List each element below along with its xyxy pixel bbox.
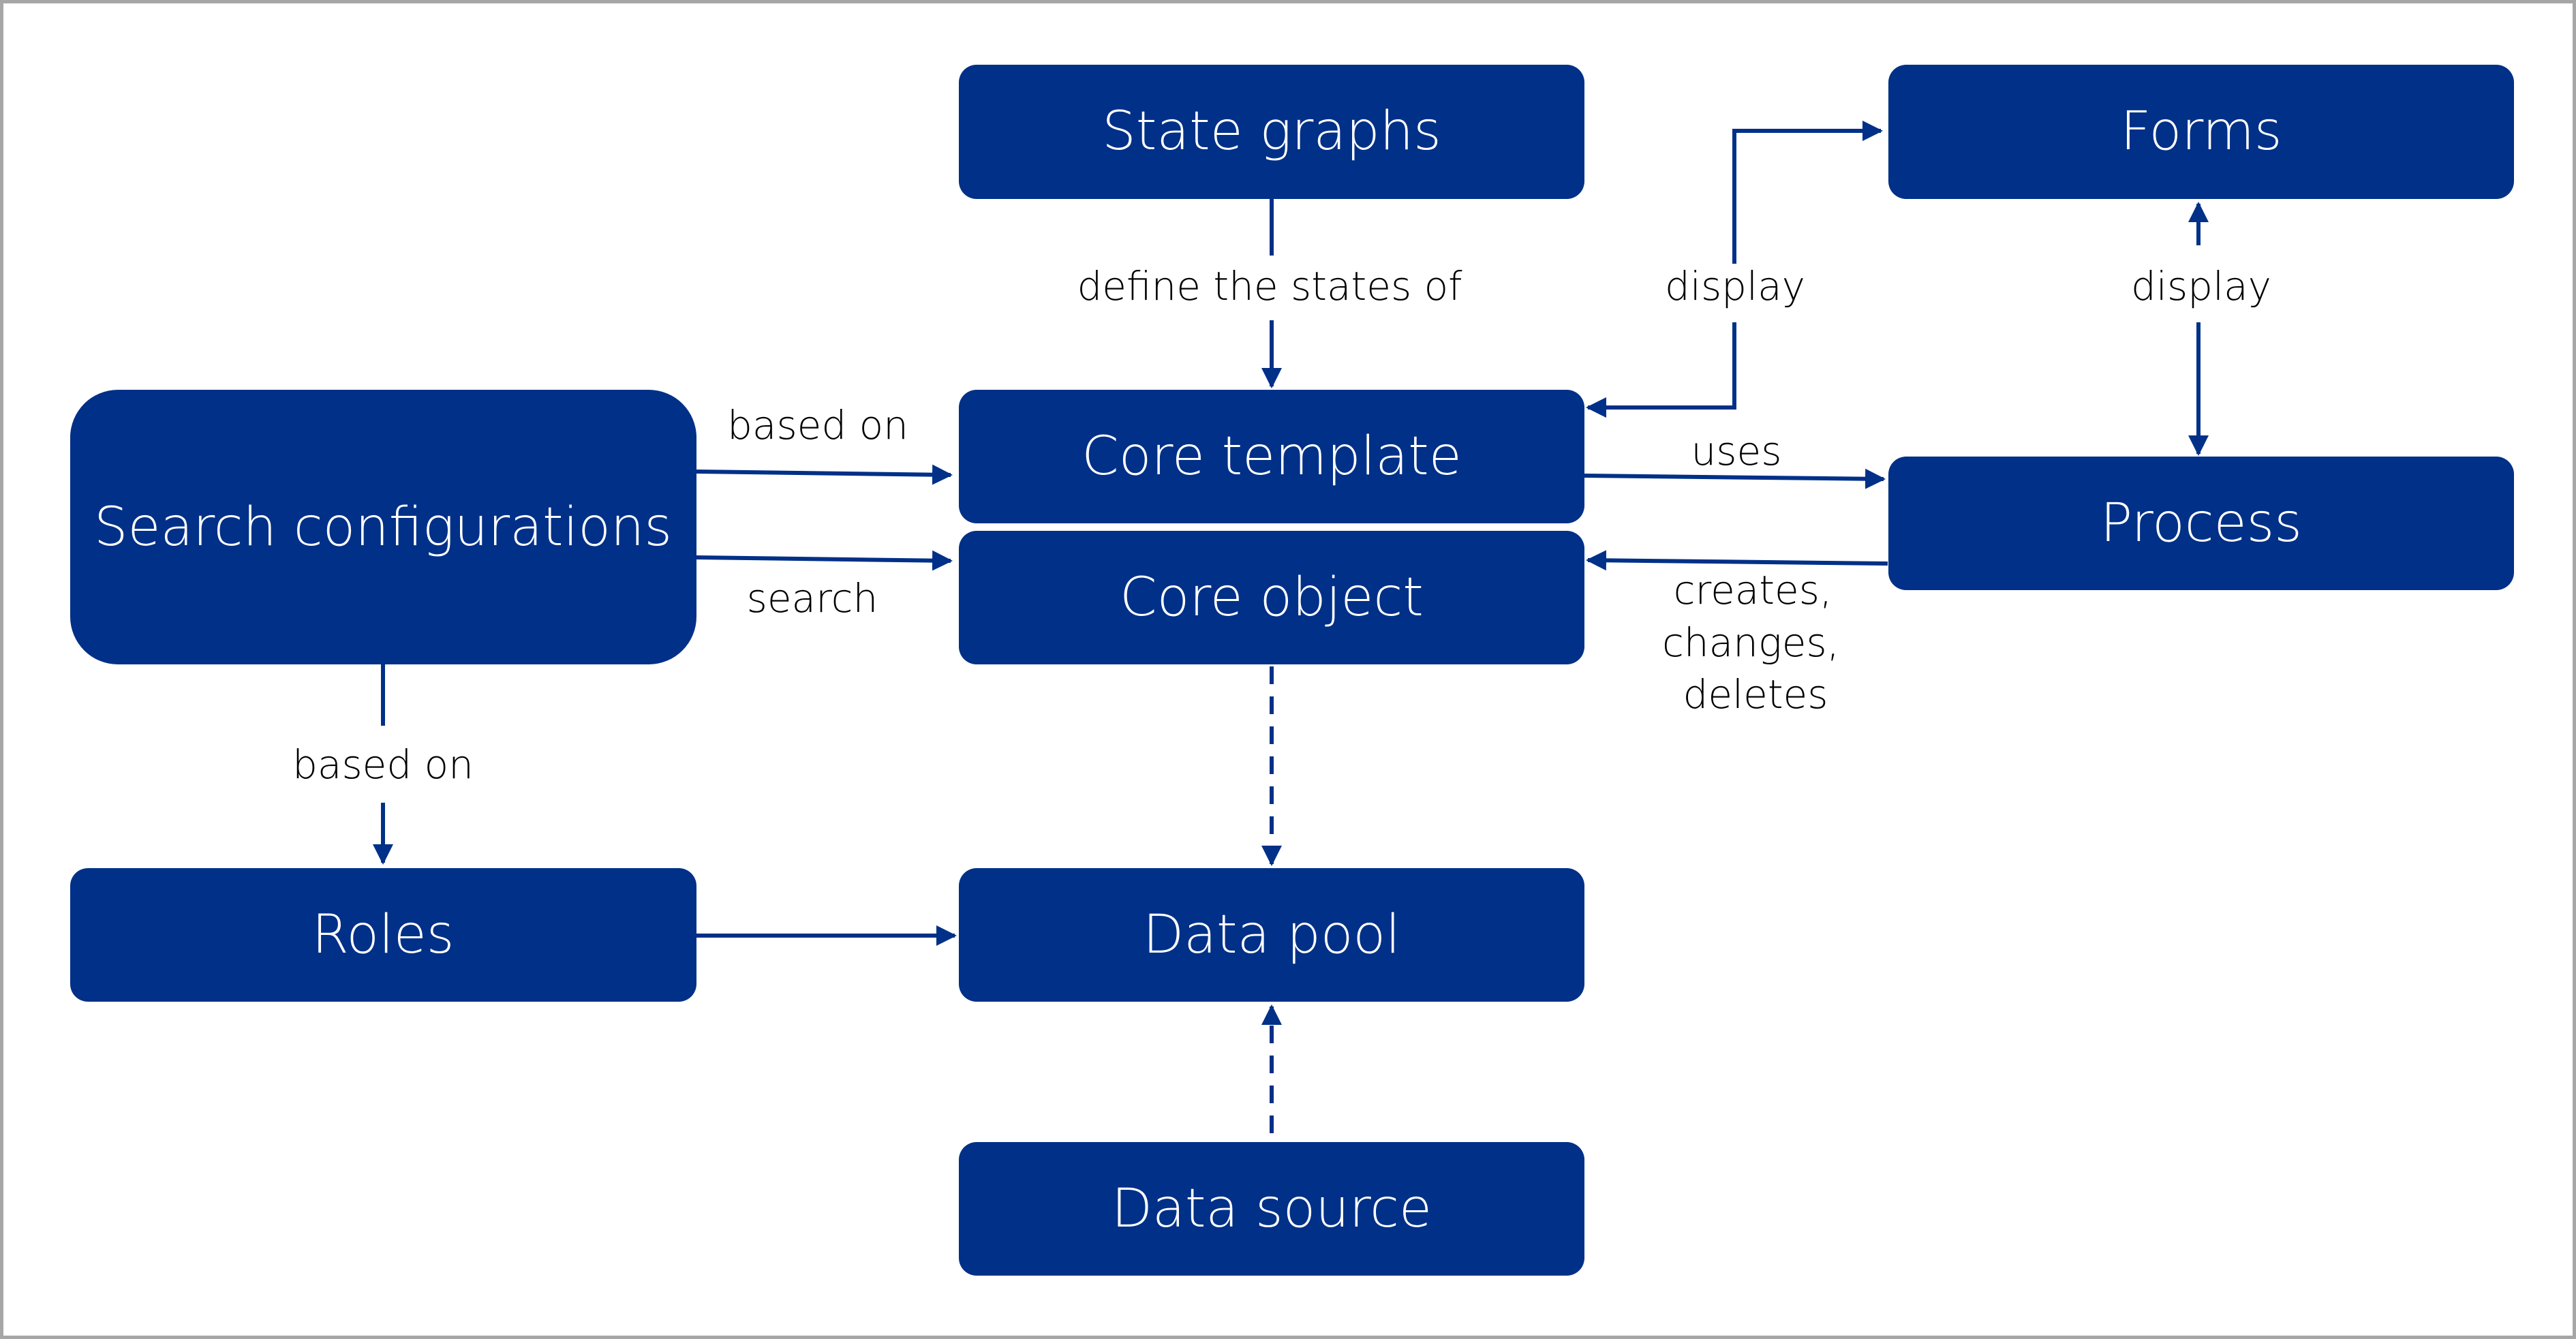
node-data-source-label: Data source (1111, 1178, 1432, 1240)
edge-search-config-to-core-object (696, 550, 953, 571)
node-roles[interactable]: Roles (70, 868, 696, 1002)
label-define-states: define the states of (1077, 263, 1462, 309)
label-creates: creates, (1674, 567, 1833, 613)
node-core-object[interactable]: Core object (959, 531, 1584, 664)
node-roles-label: Roles (312, 904, 455, 966)
node-search-configurations[interactable]: Search configurations (70, 390, 696, 664)
node-data-source[interactable]: Data source (959, 1142, 1584, 1276)
label-display-process: display (2131, 263, 2271, 309)
node-core-template-label: Core template (1082, 426, 1461, 487)
node-state-graphs[interactable]: State graphs (959, 65, 1584, 199)
node-forms[interactable]: Forms (1888, 65, 2514, 199)
edge-core-template-to-process (1584, 468, 1886, 489)
node-state-graphs-label: State graphs (1102, 101, 1441, 162)
edge-process-to-core-object (1586, 550, 1888, 571)
edge-search-config-to-core-template (696, 464, 953, 485)
label-uses: uses (1691, 428, 1782, 474)
node-core-object-label: Core object (1120, 567, 1424, 628)
label-deletes: deletes (1683, 671, 1828, 718)
label-based-on-roles: based on (292, 741, 474, 788)
node-core-template[interactable]: Core template (959, 390, 1584, 523)
node-forms-label: Forms (2120, 101, 2282, 162)
label-based-on-template: based on (727, 402, 908, 448)
node-process[interactable]: Process (1888, 457, 2514, 590)
label-display-forms: display (1665, 263, 1805, 309)
edge-forms-display-upper (1732, 121, 1883, 264)
label-changes: changes, (1662, 619, 1839, 666)
node-search-configurations-label: Search configurations (94, 497, 672, 558)
node-data-pool-label: Data pool (1143, 904, 1400, 966)
edge-forms-display-lower (1586, 322, 1736, 418)
node-process-label: Process (2100, 493, 2302, 554)
node-data-pool[interactable]: Data pool (959, 868, 1584, 1002)
label-search: search (747, 575, 878, 621)
